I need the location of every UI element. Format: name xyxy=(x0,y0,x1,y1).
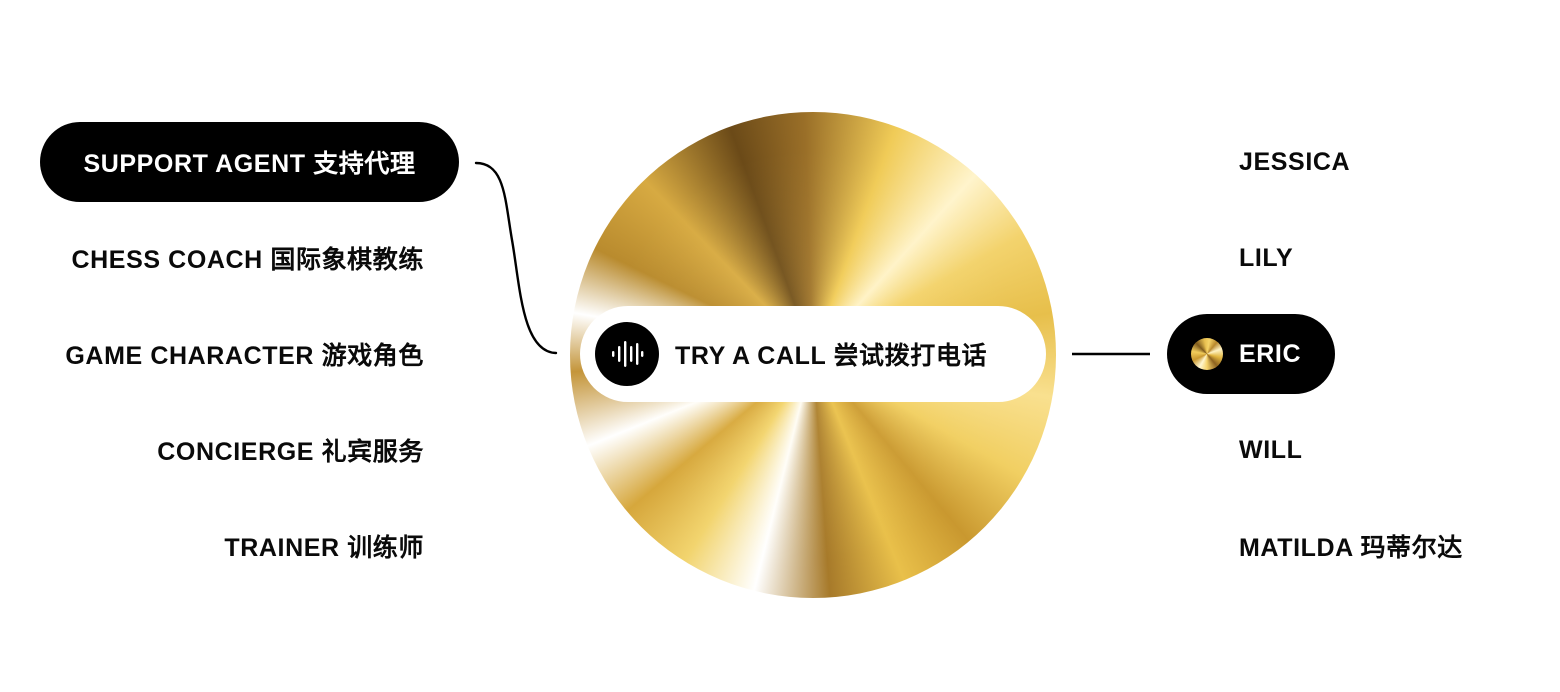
voice-will[interactable]: WILL xyxy=(1239,410,1302,490)
voice-label: LILY xyxy=(1239,243,1294,272)
usecase-label: CONCIERGE 礼宾服务 xyxy=(157,438,424,466)
usecase-label: CHESS COACH 国际象棋教练 xyxy=(71,246,424,274)
usecase-concierge[interactable]: CONCIERGE 礼宾服务 xyxy=(157,410,424,490)
voice-jessica[interactable]: JESSICA xyxy=(1239,122,1350,202)
usecase-game-character[interactable]: GAME CHARACTER 游戏角色 xyxy=(65,314,424,394)
gold-disc-icon xyxy=(1191,338,1223,370)
voice-matilda[interactable]: MATILDA 玛蒂尔达 xyxy=(1239,506,1463,586)
usecase-connector xyxy=(474,161,558,355)
usecase-support-agent[interactable]: SUPPORT AGENT 支持代理 xyxy=(40,122,459,202)
voice-lily[interactable]: LILY xyxy=(1239,218,1293,298)
voice-label: JESSICA xyxy=(1239,147,1351,176)
try-a-call-button[interactable]: TRY A CALL 尝试拨打电话 xyxy=(580,306,1046,402)
voice-eric[interactable]: ERIC xyxy=(1167,314,1335,394)
voice-label: MATILDA 玛蒂尔达 xyxy=(1239,534,1463,562)
usecase-chess-coach[interactable]: CHESS COACH 国际象棋教练 xyxy=(72,218,425,298)
usecase-label: GAME CHARACTER 游戏角色 xyxy=(65,342,424,370)
voice-label: WILL xyxy=(1239,435,1303,464)
voice-label: ERIC xyxy=(1239,339,1302,368)
usecase-label: SUPPORT AGENT 支持代理 xyxy=(83,150,416,178)
try-a-call-label: TRY A CALL 尝试拨打电话 xyxy=(675,342,988,370)
sound-wave-icon xyxy=(595,322,659,386)
usecase-trainer[interactable]: TRAINER 训练师 xyxy=(224,506,424,586)
usecase-label: TRAINER 训练师 xyxy=(224,534,424,562)
